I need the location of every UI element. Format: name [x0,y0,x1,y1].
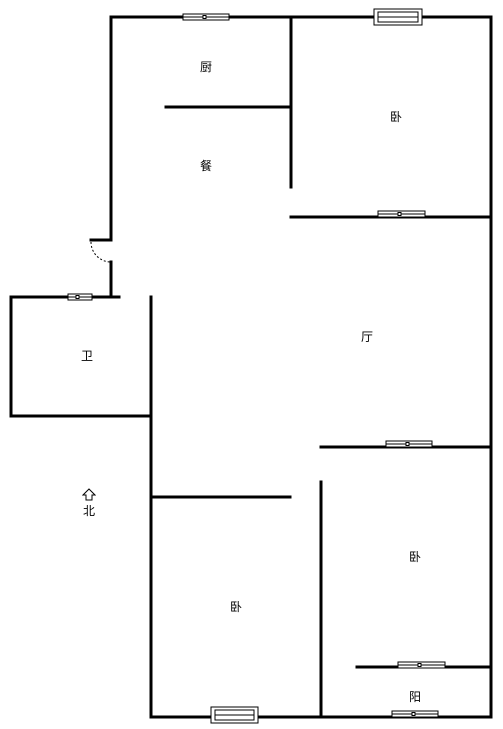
window-bathroom [67,293,93,301]
north-label: 北 [82,504,95,518]
room-label-balcony: 阳 [409,690,422,704]
room-label-dining: 餐 [200,159,213,173]
door-swing-arc [90,241,112,263]
room-label-living: 厅 [361,330,374,344]
room-label-bedroom-s: 卧 [230,600,243,614]
window-balcony-inner [397,661,446,669]
window-s-bedroom [210,706,259,724]
window-ne-bedroom-inner [377,210,426,218]
room-label-bathroom: 卫 [81,349,94,363]
window-ne-bedroom [373,8,423,26]
room-label-bedroom-ne: 卧 [390,110,403,124]
window-kitchen [182,13,230,21]
room-label-bedroom-se: 卧 [409,550,422,564]
window-balcony [391,710,439,718]
north-arrow-icon [82,488,96,501]
north-indicator: 北 [80,488,98,519]
room-label-kitchen: 厨 [200,60,213,74]
window-se-bedroom [385,440,433,448]
